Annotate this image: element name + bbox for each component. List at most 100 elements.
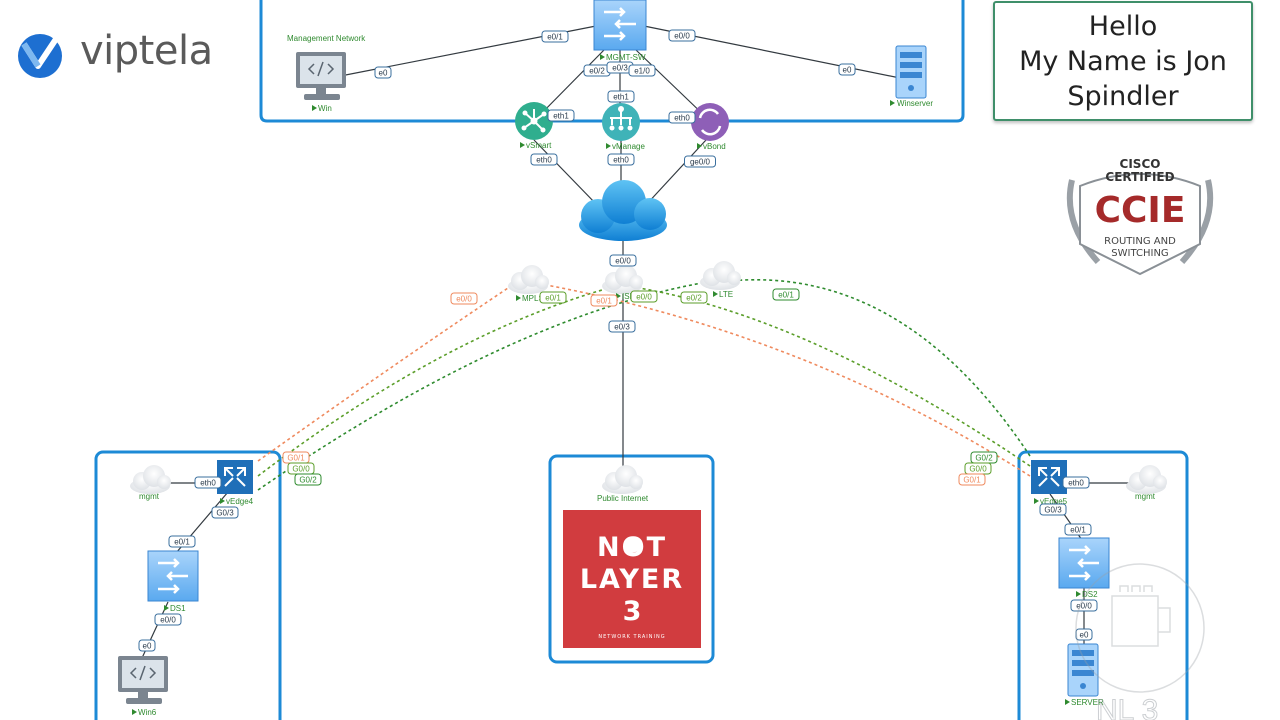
interface-label: eth0 xyxy=(674,114,690,123)
interface-tag-mpls-e01: e0/1 xyxy=(539,291,567,304)
interface-label: e0/0 xyxy=(615,257,631,266)
interface-label: e0/1 xyxy=(174,538,190,547)
winserver-icon xyxy=(895,45,927,99)
label-isp: ISP xyxy=(622,292,635,301)
interface-tag-v5-g02: G0/2 xyxy=(970,451,998,464)
label-lte: LTE xyxy=(719,290,733,299)
interface-tag-v4-g01: G0/1 xyxy=(282,451,310,464)
public-internet-cloud-icon xyxy=(602,465,643,494)
ds2-switch-icon xyxy=(1058,537,1110,589)
interface-tag-vsmart-eth0: eth0 xyxy=(530,153,558,166)
interface-label: G0/0 xyxy=(969,465,987,474)
laurel-right-icon xyxy=(1179,179,1214,265)
interface-label: G0/2 xyxy=(975,454,993,463)
interface-tag-ds2-e01: e0/1 xyxy=(1064,523,1092,536)
win-pc-icon xyxy=(296,52,346,100)
interface-label: e0/1 xyxy=(596,297,612,306)
interface-tag-v4-g03: G0/3 xyxy=(211,506,239,519)
label-ds2: DS2 xyxy=(1082,590,1098,599)
interface-label: e0/1 xyxy=(778,291,794,300)
win6-pc-icon xyxy=(118,656,168,704)
vedge4-router-icon xyxy=(217,460,253,494)
interface-tag-vmanage-eth1: eth1 xyxy=(607,90,635,103)
interface-tag-v5-g03: G0/3 xyxy=(1039,503,1067,516)
viptela-logo: viptela xyxy=(16,28,216,82)
label-mgmt-sw: MGMT-SW xyxy=(606,53,646,62)
badge-line-3: CCIE xyxy=(1095,190,1186,231)
interface-tag-vsmart-eth1: eth1 xyxy=(547,109,575,122)
label-win: Win xyxy=(318,104,332,113)
interface-label: e0/0 xyxy=(1076,602,1092,611)
interface-tag-winsrv-e0: e0 xyxy=(838,63,856,76)
label-mgmt-left: mgmt xyxy=(139,492,160,501)
ccie-badge: CISCO CERTIFIED CCIE ROUTING AND SWITCHI… xyxy=(1066,157,1214,276)
interface-label: e0 xyxy=(379,69,388,78)
interface-label: e0 xyxy=(843,66,852,75)
greeting-line-2: My Name is Jon xyxy=(1019,45,1227,77)
greeting-box: Hello My Name is Jon Spindler xyxy=(993,1,1253,121)
interface-tag-v4-eth0: eth0 xyxy=(194,476,222,489)
interface-label: e0 xyxy=(1080,631,1089,640)
wan-dashed-links xyxy=(257,278,1031,491)
interface-tag-v5-g00: G0/0 xyxy=(964,462,992,475)
public-internet-box xyxy=(548,454,715,664)
interface-label: G0/1 xyxy=(287,454,305,463)
interface-tag-ds1-e01: e0/1 xyxy=(168,535,196,548)
panel-title-3: 3 xyxy=(622,596,642,627)
interface-label: e0/0 xyxy=(674,32,690,41)
vbond-icon xyxy=(691,103,729,141)
interface-tag-mpls-e00: e0/0 xyxy=(450,292,478,305)
interface-tag-cloud-e00: e0/0 xyxy=(609,254,637,267)
mgmt-left-cloud-icon xyxy=(130,465,171,494)
label-public-internet: Public Internet xyxy=(597,494,649,503)
interface-tag-v4-g02: G0/2 xyxy=(294,473,322,486)
interface-label: e0/3 xyxy=(614,323,630,332)
wan-cloud-icon xyxy=(579,180,667,241)
interface-label: G0/3 xyxy=(1044,506,1062,515)
label-mgmt-right: mgmt xyxy=(1135,492,1156,501)
laurel-left-icon xyxy=(1066,179,1101,265)
interface-label: G0/2 xyxy=(299,476,317,485)
interface-tag-ds2-e00: e0/0 xyxy=(1070,599,1098,612)
greeting-line-3: Spindler xyxy=(1067,80,1179,112)
interface-tag-sw-e00: e0/0 xyxy=(668,29,696,42)
site-left-box xyxy=(94,450,282,720)
interface-tag-isp-e00: e0/0 xyxy=(630,290,658,303)
greeting-line-1: Hello xyxy=(1088,10,1158,42)
badge-line-4: ROUTING AND xyxy=(1104,236,1176,247)
label-vedge4: vEdge4 xyxy=(226,497,254,506)
interface-tag-isp-e01: e0/1 xyxy=(590,294,618,307)
node-labels: Management Network MGMT-SW Win Winserver… xyxy=(138,34,1156,717)
interface-label: e0/1 xyxy=(545,294,561,303)
interface-label: e0/0 xyxy=(160,616,176,625)
panel-tagline: NETWORK TRAINING xyxy=(598,634,666,640)
isp-cloud-icon xyxy=(602,265,643,294)
label-vsmart: vSmart xyxy=(526,141,552,150)
play-markers xyxy=(132,54,1081,715)
vedge5-router-icon xyxy=(1031,460,1067,494)
interface-tag-v4-g00: G0/0 xyxy=(287,462,315,475)
interface-label: e0/1 xyxy=(1070,526,1086,535)
label-winserver: Winserver xyxy=(897,99,933,108)
panel-title-2: LAYER xyxy=(579,564,685,595)
interface-tag-v5-eth0: eth0 xyxy=(1062,476,1090,489)
viptela-check-icon xyxy=(18,34,62,78)
interface-tag-vbond-ge00: ge0/0 xyxy=(684,155,716,168)
interface-label: eth0 xyxy=(1068,479,1084,488)
interface-tag-lte-e01: e0/1 xyxy=(772,288,800,301)
vsmart-icon xyxy=(515,102,553,140)
interface-label: eth0 xyxy=(200,479,216,488)
interface-tag-v5-g01: G0/1 xyxy=(958,473,986,486)
interface-tag-server-e0: e0 xyxy=(1075,628,1093,641)
interface-tag-vbond-eth0: eth0 xyxy=(668,111,696,124)
label-vmanage: vManage xyxy=(612,142,645,151)
interface-label: e0 xyxy=(143,642,152,651)
label-server: SERVER xyxy=(1071,698,1104,707)
mgmt-switch-icon xyxy=(593,0,647,51)
interface-label: ge0/0 xyxy=(690,158,711,167)
interface-label: e0/0 xyxy=(456,295,472,304)
lte-cloud-icon xyxy=(700,261,741,290)
panel-mug-icon xyxy=(625,539,639,553)
